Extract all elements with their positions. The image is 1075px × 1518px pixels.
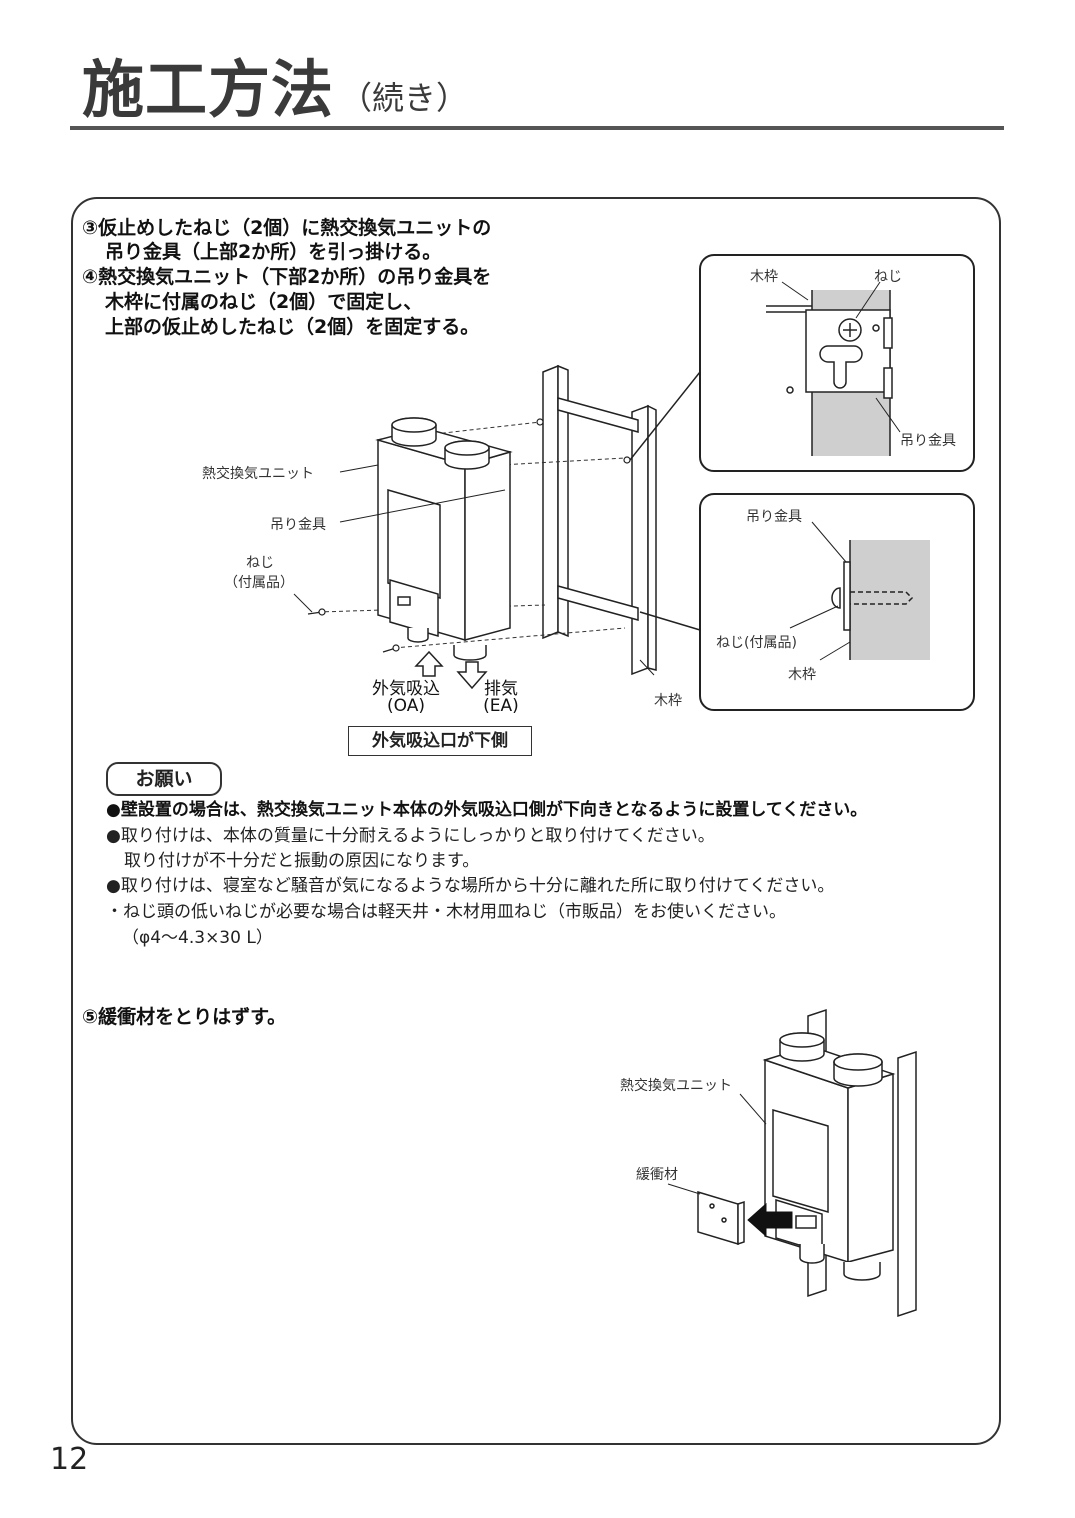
leader-lines-top xyxy=(781,281,901,433)
label-oa: 外気吸込 xyxy=(372,679,440,699)
unit-drawing-2 xyxy=(697,1008,917,1318)
label-unit-2: 熱交換気ユニット xyxy=(620,1078,732,1094)
page-subtitle: （続き） xyxy=(340,79,469,117)
request-item-4-cont: （φ4〜4.3×30 L） xyxy=(122,928,273,948)
removal-arrow-icon xyxy=(747,1202,793,1238)
leader-lines-1 xyxy=(293,464,655,676)
screw-icons xyxy=(307,418,631,653)
page-title: 施工方法 xyxy=(82,53,335,126)
leader-lines-2 xyxy=(667,1093,767,1195)
title-underline xyxy=(70,126,1004,130)
step4-line2: 木枠に付属のねじ（2個）で固定し、 xyxy=(105,291,423,313)
detail-top-frame-label: 木枠 xyxy=(750,269,778,285)
label-cushion: 緩衝材 xyxy=(636,1167,678,1183)
step3-line2: 吊り金具（上部2か所）を引っ掛ける。 xyxy=(105,241,442,263)
intake-note-box: 外気吸込口が下側 xyxy=(348,726,532,756)
label-wood-frame: 木枠 xyxy=(654,693,682,709)
label-oa-code: (OA) xyxy=(387,696,425,716)
label-hanger: 吊り金具 xyxy=(270,517,326,533)
request-item-2-cont: 取り付けが不十分だと振動の原因になります。 xyxy=(124,851,480,871)
heat-exchange-unit xyxy=(375,417,513,661)
page-number: 12 xyxy=(50,1442,89,1477)
request-item-4: ・ねじ頭の低いねじが必要な場合は軽天井・木材用皿ねじ（市販品）をお使いください。 xyxy=(106,902,786,922)
request-heading: お願い xyxy=(106,762,222,796)
detail-bottom-frame-label: 木枠 xyxy=(788,667,816,683)
detail-bottom-screw-label: ねじ(付属品) xyxy=(716,635,797,651)
request-item-2: ●取り付けは、本体の質量に十分耐えるようにしっかりと取り付けてください。 xyxy=(106,826,715,846)
detail-top-hanger-label: 吊り金具 xyxy=(900,433,956,449)
request-item-1: ●壁設置の場合は、熱交換気ユニット本体の外気吸込口側が下向きとなるように設置して… xyxy=(106,800,868,820)
label-ea-code: (EA) xyxy=(483,696,519,716)
ea-down-arrow-icon xyxy=(456,661,488,690)
leader-lines-bottom xyxy=(789,521,851,661)
label-ea: 排気 xyxy=(484,679,518,699)
step4-line3: 上部の仮止めしたねじ（2個）を固定する。 xyxy=(105,316,480,338)
step3-line1: ③仮止めしたねじ（2個）に熱交換気ユニットの xyxy=(82,217,492,239)
content-frame xyxy=(71,197,1001,1445)
step5: ⑤緩衝材をとりはずす。 xyxy=(82,1006,287,1028)
oa-up-arrow-icon xyxy=(414,650,444,677)
step4-line1: ④熱交換気ユニット（下部2か所）の吊り金具を xyxy=(82,266,492,288)
label-screw: ねじ xyxy=(246,555,274,571)
detail-bottom-hanger-label: 吊り金具 xyxy=(746,509,802,525)
detail-top-drawing xyxy=(766,290,893,456)
callout-lines xyxy=(629,371,701,631)
wood-frame-drawing xyxy=(542,364,657,676)
detail-top-screw-label: ねじ xyxy=(874,269,902,285)
label-unit: 熱交換気ユニット xyxy=(202,466,314,482)
detail-bottom-drawing xyxy=(831,540,930,660)
request-item-3: ●取り付けは、寝室など騒音が気になるような場所から十分に離れた所に取り付けてくだ… xyxy=(106,876,835,896)
label-screw-included: （付属品） xyxy=(224,575,294,591)
